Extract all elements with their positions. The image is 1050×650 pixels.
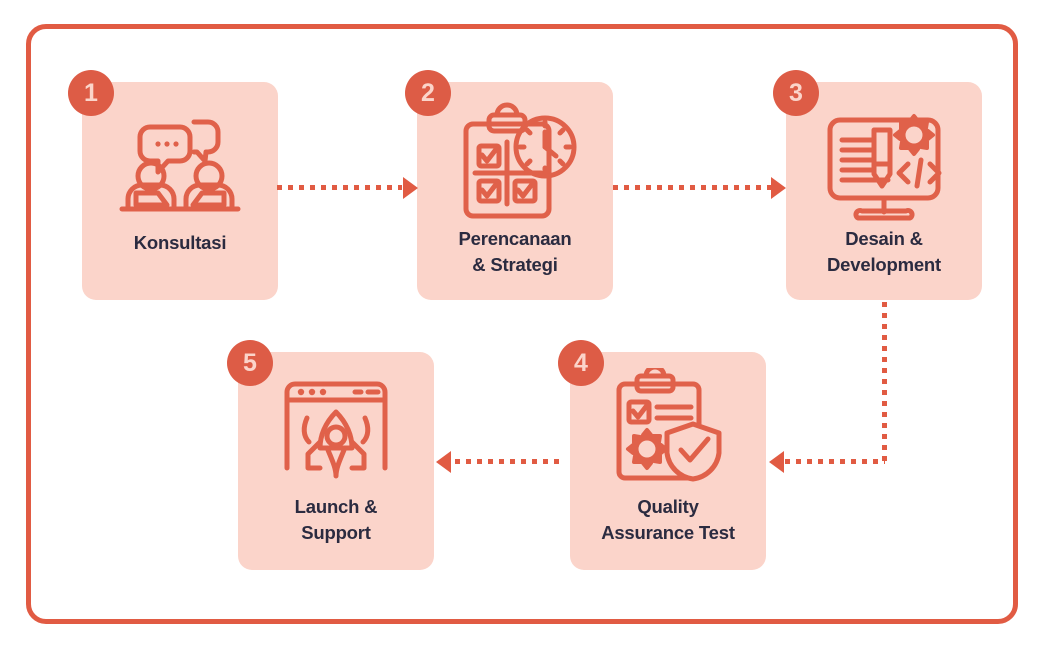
connector-3-to-4-horizontal-line [785,459,885,464]
step-card-2[interactable]: Perencanaan & Strategi [417,82,613,300]
connector-3-to-4-arrowhead [769,451,784,473]
connector-1-to-2-arrowhead [403,177,418,199]
step-card-1[interactable]: Konsultasi [82,82,278,300]
connector-4-to-5-arrowhead [436,451,451,473]
step-card-5[interactable]: Launch & Support [238,352,434,570]
step-card-1-label: Konsultasi [133,232,227,253]
monitor-pencil-gear-code-icon [818,102,950,224]
step-card-3[interactable]: Desain & Development [786,82,982,300]
step-badge-5: 5 [227,340,273,386]
connector-2-to-3-arrowhead [771,177,786,199]
consultation-people-chat-icon [114,104,246,224]
step-card-4-label: Quality Assurance Test [601,496,735,544]
step-card-2-label: Perencanaan & Strategi [458,228,572,276]
step-card-3-label: Desain & Development [827,228,941,276]
step-badge-3: 3 [773,70,819,116]
step-badge-1: 1 [68,70,114,116]
connector-4-to-5-line [455,459,565,464]
step-badge-2: 2 [405,70,451,116]
step-card-4[interactable]: Quality Assurance Test [570,352,766,570]
connector-1-to-2-line [277,185,402,190]
outer-frame-border [26,24,1018,624]
browser-rocket-launch-icon [275,368,397,486]
connector-2-to-3-line [613,185,771,190]
clipboard-gear-shield-check-icon [607,364,729,486]
step-card-5-label: Launch & Support [294,496,378,544]
clipboard-checklist-clock-icon [449,102,581,224]
step-badge-4: 4 [558,340,604,386]
connector-3-to-4-vertical-line [882,302,887,462]
